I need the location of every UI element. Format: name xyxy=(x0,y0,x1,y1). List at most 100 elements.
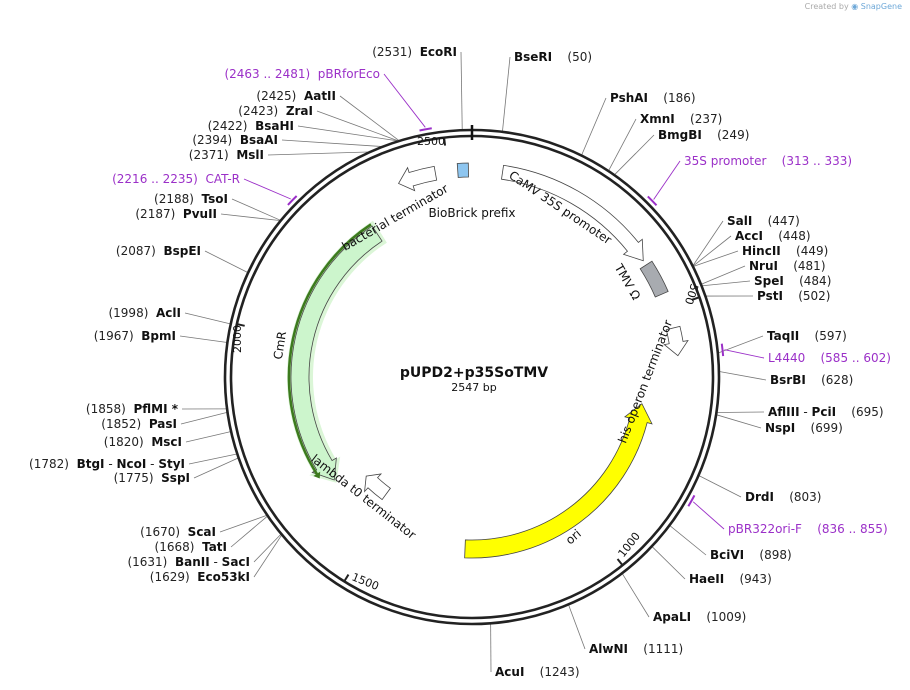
site-connector xyxy=(267,151,368,156)
site-label-bcivi: BciVI (898) xyxy=(710,548,792,562)
site-label-apali: ApaLI (1009) xyxy=(653,610,746,624)
enzyme-position: (699) xyxy=(795,421,843,435)
ruler-tick xyxy=(691,296,700,301)
site-connector xyxy=(193,457,238,479)
site-connector xyxy=(670,525,707,556)
enzyme-position: (943) xyxy=(724,572,772,586)
site-label-bpmi: (1967) BpmI xyxy=(94,329,176,343)
site-connector xyxy=(281,139,381,147)
primer-range: (2216 .. 2235) xyxy=(112,172,205,186)
site-label-ecori: (2531) EcoRI xyxy=(372,45,457,59)
site-connector xyxy=(608,118,637,171)
site-label-aatii: (2425) AatII xyxy=(256,89,336,103)
enzyme-position: (484) xyxy=(784,274,832,288)
enzyme-name: NspI xyxy=(765,421,795,435)
site-connector xyxy=(502,56,511,131)
site-connector xyxy=(179,335,227,343)
enzyme-name: StyI xyxy=(158,457,185,471)
enzyme-name: BanII xyxy=(175,555,210,569)
ruler-label: 1500 xyxy=(350,570,381,593)
enzyme-name: TaqII xyxy=(767,329,799,343)
feature-lambda-t0-terminator xyxy=(364,473,391,501)
site-connector xyxy=(692,220,724,266)
site-connector xyxy=(230,516,268,548)
site-connector xyxy=(716,414,762,429)
primer-connector xyxy=(243,178,291,200)
enzyme-position: (50) xyxy=(552,50,592,64)
site-connector xyxy=(253,534,281,563)
site-connector xyxy=(701,265,746,285)
site-label-eco53ki: (1629) Eco53kI xyxy=(150,570,250,584)
enzyme-position: (2187) xyxy=(135,207,183,221)
enzyme-name: ZraI xyxy=(286,104,313,118)
enzyme-position: (1852) xyxy=(101,417,149,431)
enzyme-name: SspI xyxy=(161,471,190,485)
site-label-banii: (1631) BanII - SacI xyxy=(127,555,250,569)
site-connector xyxy=(219,515,267,533)
site-connector xyxy=(702,280,751,287)
ruler-label: 500 xyxy=(682,282,701,306)
primer-label-pbrforeco: (2463 .. 2481) pBRforEco xyxy=(224,67,380,81)
enzyme-position: (803) xyxy=(774,490,822,504)
primer-connector xyxy=(724,349,765,359)
enzyme-separator: - xyxy=(105,457,117,471)
enzyme-position: (2087) xyxy=(116,244,164,258)
primer-connector xyxy=(383,73,426,128)
enzyme-name: PasI xyxy=(149,417,177,431)
enzyme-name: ApaLI xyxy=(653,610,691,624)
enzyme-position: (1998) xyxy=(108,306,156,320)
site-connector xyxy=(652,546,686,580)
plasmid-size: 2547 bp xyxy=(451,381,496,394)
primer-range: (836 .. 855) xyxy=(802,522,888,536)
enzyme-position: (1631) xyxy=(127,555,175,569)
primer-site xyxy=(687,494,696,507)
ruler-tick xyxy=(236,323,245,327)
cmr-orf-line xyxy=(287,223,372,477)
enzyme-name: PvuII xyxy=(183,207,217,221)
site-label-psti: PstI (502) xyxy=(757,289,830,303)
site-label-acli: (1998) AclI xyxy=(108,306,181,320)
site-connector xyxy=(253,535,282,578)
primer-label-35s-promoter: 35S promoter (313 .. 333) xyxy=(684,154,852,168)
enzyme-position: (1820) xyxy=(104,435,152,449)
enzyme-position: (1629) xyxy=(150,570,198,584)
site-label-bspei: (2087) BspEI xyxy=(116,244,201,258)
site-label-tati: (1668) TatI xyxy=(155,540,227,554)
site-connector xyxy=(180,412,227,425)
enzyme-name: AatII xyxy=(304,89,336,103)
enzyme-name: TatI xyxy=(202,540,227,554)
enzyme-position: (2531) xyxy=(372,45,420,59)
enzyme-position: (186) xyxy=(648,91,696,105)
credit-brand: SnapGene xyxy=(860,2,902,11)
feature-camv-35s-promoter xyxy=(501,164,644,262)
enzyme-name: ScaI xyxy=(188,525,216,539)
enzyme-name: MslI xyxy=(236,148,264,162)
primer-name: pBRforEco xyxy=(318,67,380,81)
enzyme-name: BsrBI xyxy=(770,373,806,387)
primer-site xyxy=(720,343,725,357)
enzyme-position: (2422) xyxy=(208,119,256,133)
primer-label-cat-r: (2216 .. 2235) CAT-R xyxy=(112,172,240,186)
enzyme-position: (237) xyxy=(675,112,723,126)
enzyme-position: (1111) xyxy=(628,642,683,656)
enzyme-position: (1668) xyxy=(155,540,203,554)
primer-connector xyxy=(692,501,725,530)
enzyme-name: SpeI xyxy=(754,274,784,288)
primer-label-pbr322ori-f: pBR322ori-F (836 .. 855) xyxy=(728,522,888,536)
enzyme-name: HaeII xyxy=(689,572,724,586)
features xyxy=(287,162,689,559)
ruler-label: 1000 xyxy=(616,530,643,560)
site-connector xyxy=(693,235,732,266)
site-label-nspi: NspI (699) xyxy=(765,421,843,435)
feature-label-tmv: TMV Ω xyxy=(611,261,643,303)
site-connector xyxy=(185,431,231,443)
enzyme-name: AlwNI xyxy=(589,642,628,656)
site-label-tsoi: (2188) TsoI xyxy=(154,192,228,206)
primer-site xyxy=(419,127,432,132)
feature-label-cmr: CmR xyxy=(271,330,289,360)
site-label-pvuii: (2187) PvuII xyxy=(135,207,217,221)
enzyme-position: (1858) xyxy=(86,402,134,416)
primer-site xyxy=(647,195,658,207)
enzyme-position: (2425) xyxy=(256,89,304,103)
